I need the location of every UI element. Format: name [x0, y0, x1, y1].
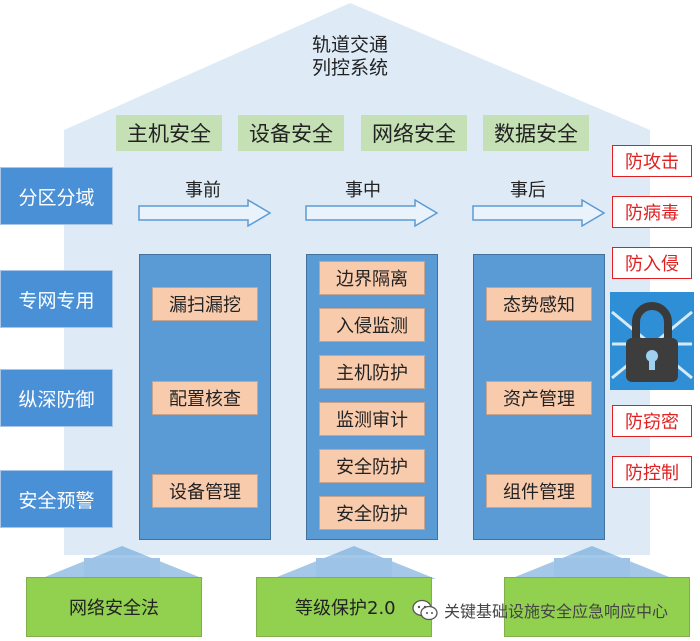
- arrow-up-icon: [40, 546, 204, 580]
- item-security-protection: 安全防护: [319, 449, 425, 483]
- column-during: 边界隔离 入侵监测 主机防护 监测审计 安全防护 安全防护: [306, 254, 438, 540]
- foundation-mlps-2: 等级保护2.0: [256, 577, 432, 637]
- strategy-defense-in-depth: 纵深防御: [0, 369, 113, 427]
- item-component-mgmt: 组件管理: [486, 474, 592, 508]
- tag-data-security: 数据安全: [483, 115, 589, 151]
- phase-during: 事中: [345, 180, 381, 201]
- tag-host-security: 主机安全: [116, 115, 222, 151]
- arrow-up-icon: [510, 546, 674, 580]
- item-intrusion-detection: 入侵监测: [319, 308, 425, 342]
- arrow-up-icon: [272, 546, 436, 580]
- strategy-dedicated-network: 专网专用: [0, 270, 113, 328]
- item-security-protection-2: 安全防护: [319, 496, 425, 530]
- arrow-right-icon: [472, 199, 606, 227]
- watermark: 关键基础设施安全应急响应中心: [412, 598, 668, 622]
- arrow-right-icon: [305, 199, 439, 227]
- item-asset-mgmt: 资产管理: [486, 381, 592, 415]
- protect-anti-theft: 防窃密: [612, 405, 692, 437]
- title-line-2: 列控系统: [311, 57, 388, 79]
- item-boundary-isolation: 边界隔离: [319, 261, 425, 295]
- item-situational-awareness: 态势感知: [486, 287, 592, 321]
- item-device-mgmt: 设备管理: [152, 474, 258, 508]
- strategy-early-warning: 安全预警: [0, 470, 113, 528]
- title-line-1: 轨道交通: [311, 34, 388, 56]
- item-monitor-audit: 监测审计: [319, 402, 425, 436]
- strategy-zoning: 分区分域: [0, 167, 113, 225]
- wechat-icon: [412, 599, 438, 621]
- phase-after: 事后: [510, 180, 546, 201]
- column-before: 漏扫漏挖 配置核查 设备管理: [139, 254, 271, 540]
- item-config-check: 配置核查: [152, 381, 258, 415]
- phase-before: 事前: [185, 180, 221, 201]
- protect-anti-attack: 防攻击: [612, 145, 692, 177]
- item-vuln-scan: 漏扫漏挖: [152, 287, 258, 321]
- protect-anti-control: 防控制: [612, 456, 692, 488]
- item-host-protection: 主机防护: [319, 355, 425, 389]
- foundation-cybersecurity-law: 网络安全法: [26, 577, 202, 637]
- protect-anti-intrusion: 防入侵: [612, 247, 692, 279]
- tag-network-security: 网络安全: [361, 115, 467, 151]
- watermark-text: 关键基础设施安全应急响应中心: [444, 602, 669, 621]
- foundation-third: [504, 577, 690, 637]
- arrow-right-icon: [138, 199, 272, 227]
- column-after: 态势感知 资产管理 组件管理: [473, 254, 605, 540]
- padlock-chain-icon: [610, 292, 694, 390]
- tag-device-security: 设备安全: [238, 115, 344, 151]
- protect-anti-virus: 防病毒: [612, 196, 692, 228]
